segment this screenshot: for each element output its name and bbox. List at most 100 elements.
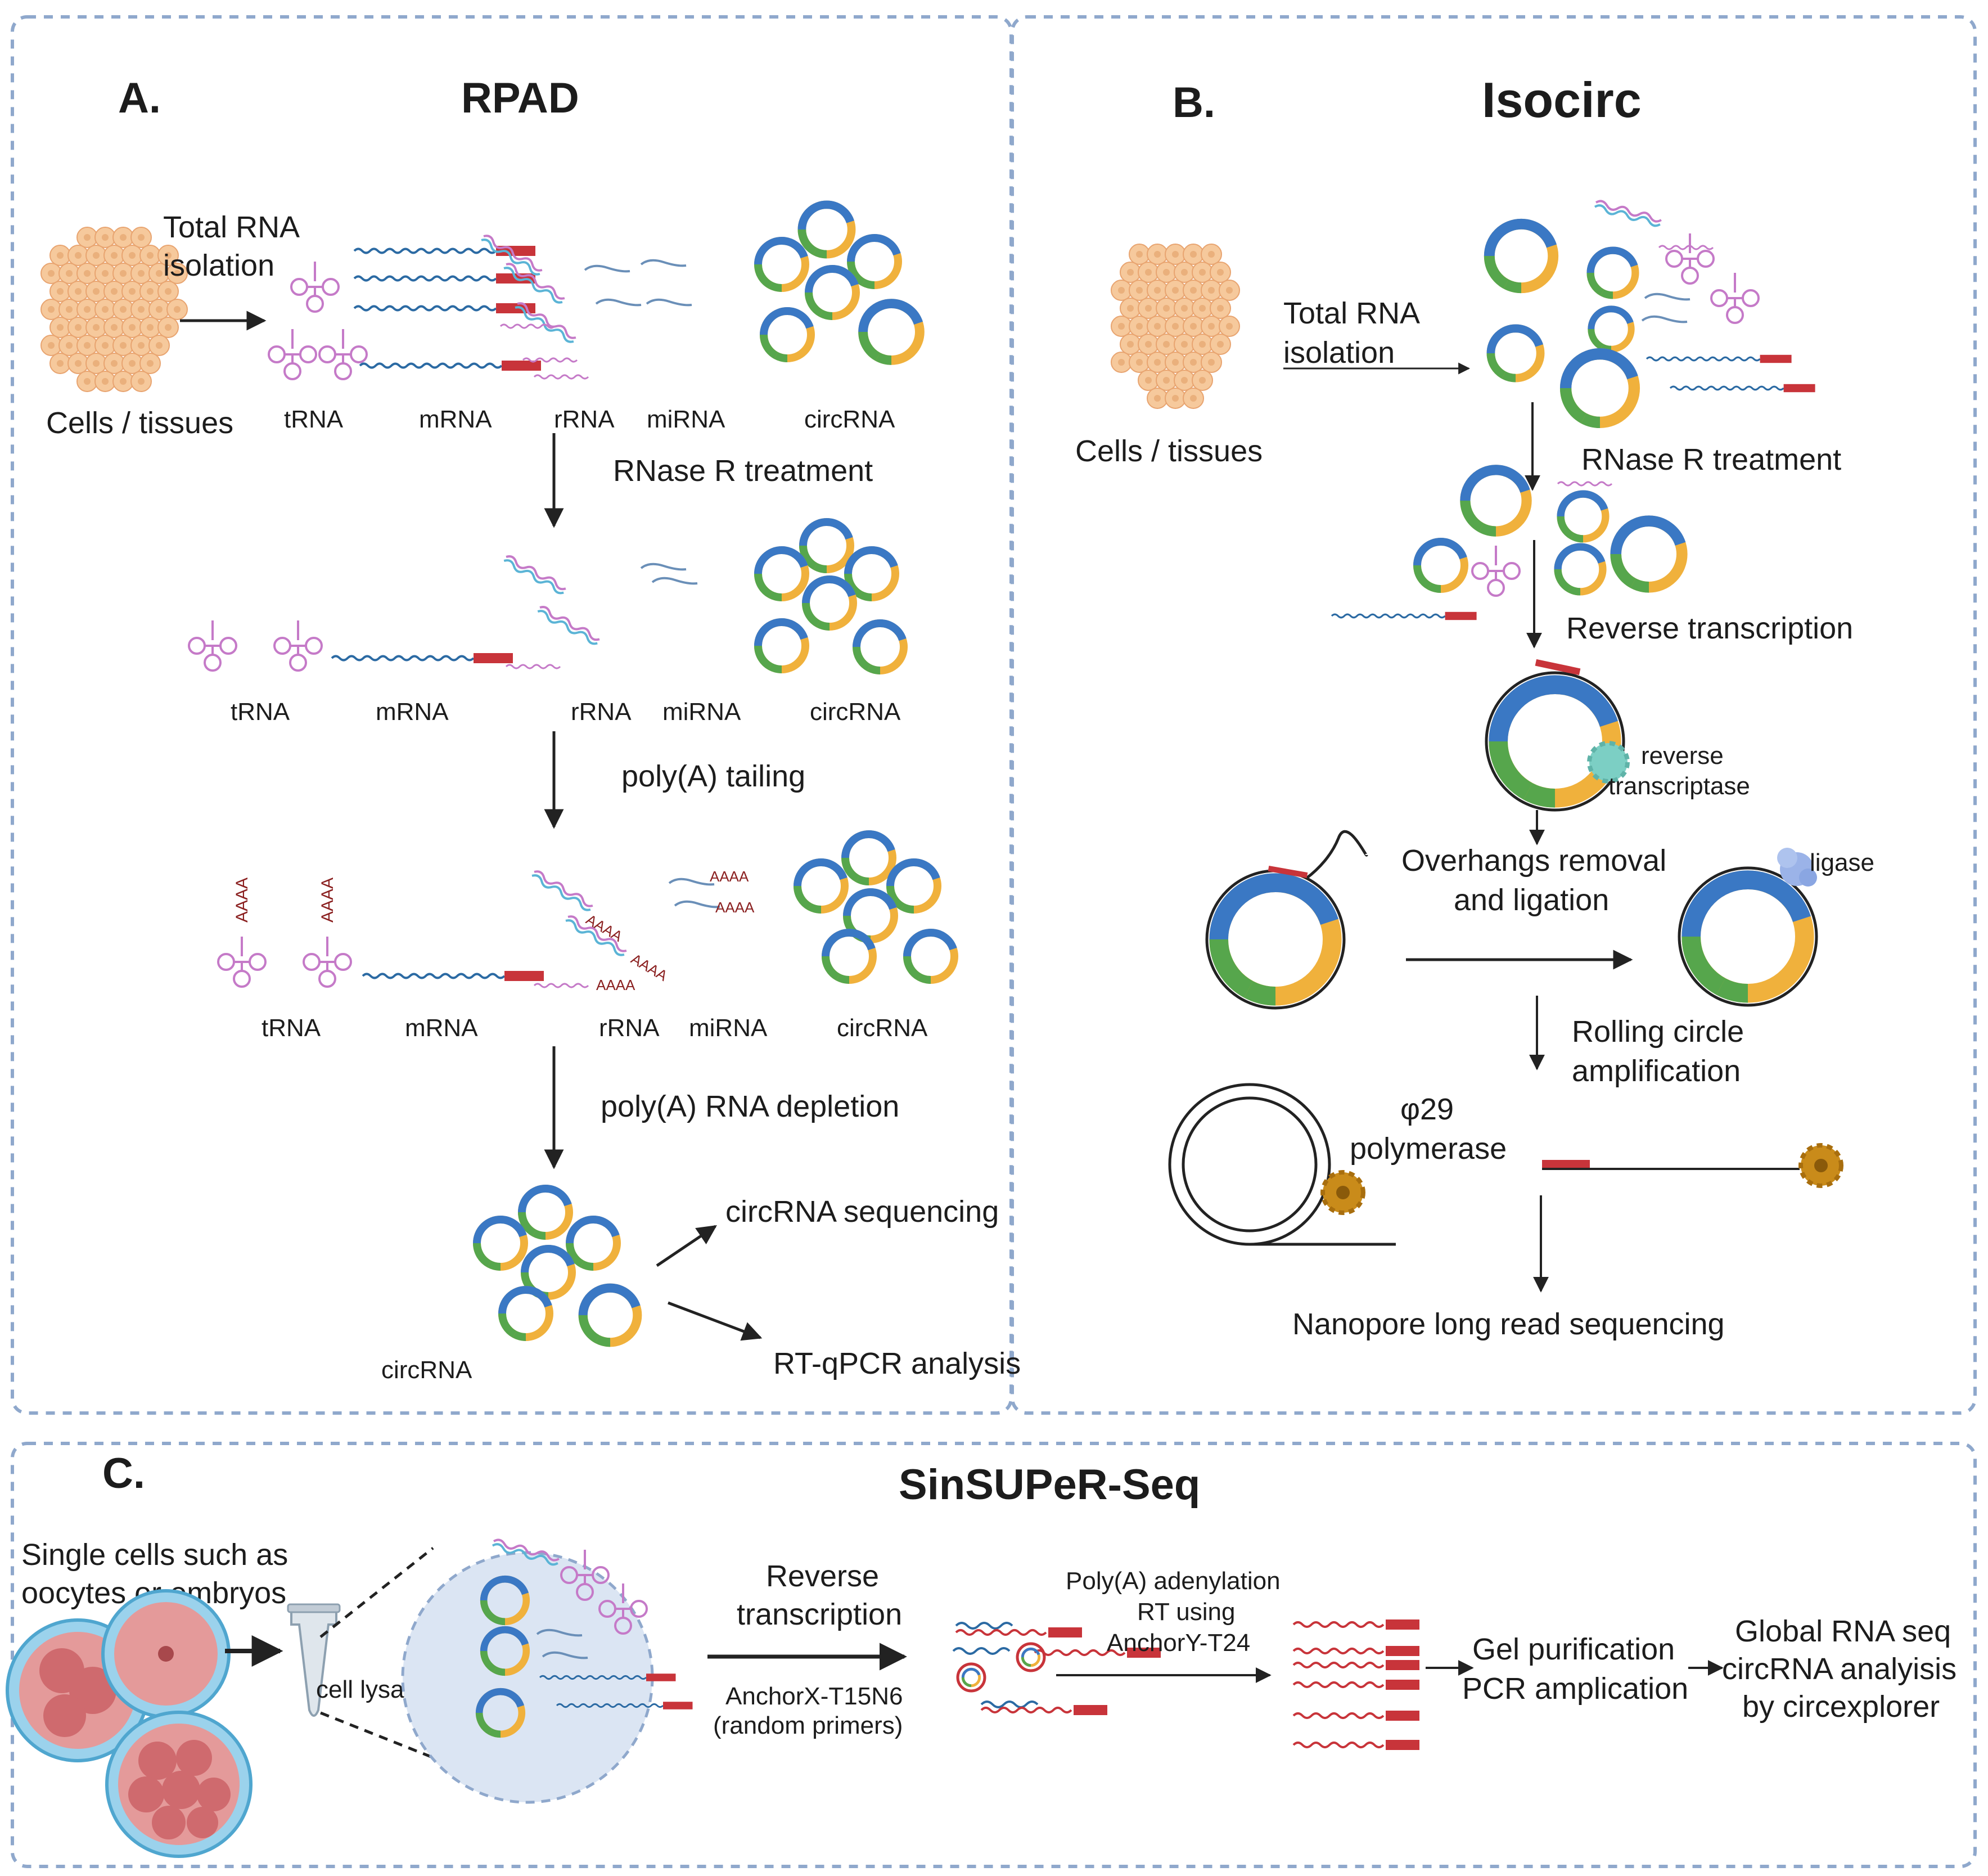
panel-a-row2-trna-icons bbox=[188, 619, 323, 672]
cell-icon bbox=[94, 371, 116, 392]
panel-b-rca-product bbox=[1542, 1160, 1800, 1170]
panel-a-out-qpcr: RT-qPCR analysis bbox=[773, 1347, 1021, 1380]
cell-icon bbox=[49, 281, 71, 302]
panel-c-border bbox=[11, 1442, 1977, 1868]
cell-icon bbox=[139, 317, 161, 338]
cell-icon bbox=[1165, 280, 1186, 301]
cell-icon bbox=[1147, 244, 1168, 265]
panel-a-row2-label-trna: tRNA bbox=[231, 698, 290, 726]
panel-b-ligase-label: ligase bbox=[1810, 849, 1874, 876]
panel-c-letter: C. bbox=[102, 1450, 145, 1497]
panel-c-rt-label-1: Reverse bbox=[766, 1559, 879, 1593]
cell-icon bbox=[1183, 280, 1204, 301]
cell-icon bbox=[1120, 334, 1141, 355]
cell-icon bbox=[139, 353, 161, 374]
cell-cluster-b bbox=[1111, 244, 1240, 409]
cell-icon bbox=[76, 371, 98, 392]
cell-icon bbox=[1138, 262, 1159, 283]
cell-icon bbox=[148, 299, 170, 320]
panel-a-final-circrna bbox=[477, 1189, 637, 1342]
panel-a-row3-rrna: AAAA AAAA AAAA bbox=[529, 868, 671, 993]
panel-b-rt-enzyme-1: reverse bbox=[1641, 742, 1724, 770]
cell-icon bbox=[1147, 316, 1168, 337]
panel-b-rt-ring bbox=[1485, 659, 1625, 812]
panel-a-row2-mrna bbox=[331, 652, 514, 664]
svg-text:AAAA: AAAA bbox=[715, 899, 755, 916]
panel-a-step-depletion: poly(A) RNA depletion bbox=[601, 1090, 899, 1123]
cell-icon bbox=[112, 371, 134, 392]
cell-icon bbox=[1111, 316, 1132, 337]
panel-c-gel-2: PCR amplication bbox=[1462, 1672, 1688, 1706]
cell-icon bbox=[103, 245, 125, 266]
panel-b-polymerase-1: φ29 bbox=[1400, 1092, 1454, 1126]
cell-icon bbox=[121, 317, 143, 338]
cell-icon bbox=[1210, 334, 1231, 355]
panel-a-row1-label-mrna: mRNA bbox=[419, 406, 492, 433]
cell-icon bbox=[49, 317, 71, 338]
phi29-polymerase-icon-product bbox=[1801, 1145, 1841, 1186]
cell-icon bbox=[1219, 280, 1240, 301]
panel-a-row3-mirna: AAAA AAAA bbox=[668, 868, 755, 916]
panel-a-row3-label-trna: tRNA bbox=[262, 1014, 321, 1042]
cell-icon bbox=[130, 227, 152, 248]
panel-b-step-rnase: RNase R treatment bbox=[1581, 443, 1841, 476]
cell-icon bbox=[1156, 262, 1177, 283]
panel-a-out-seq: circRNA sequencing bbox=[725, 1195, 999, 1229]
panel-a-isolation-label-1: Total RNA bbox=[163, 210, 300, 244]
cell-icon bbox=[94, 227, 116, 248]
cell-icon bbox=[85, 281, 107, 302]
cell-icon bbox=[1120, 298, 1141, 319]
panel-a-arrow-seq bbox=[656, 1225, 717, 1267]
ligase-icon bbox=[1777, 848, 1817, 887]
panel-a-title: RPAD bbox=[461, 74, 579, 122]
panel-a-row1-circrna bbox=[758, 205, 919, 361]
cell-icon bbox=[1183, 388, 1204, 409]
panel-c-adenylation-3: AnchorY-T24 bbox=[1107, 1629, 1250, 1657]
cell-icon bbox=[85, 245, 107, 266]
panel-a-row1-label-circrna: circRNA bbox=[804, 406, 895, 433]
cell-icon bbox=[1156, 334, 1177, 355]
cell-icon bbox=[1129, 352, 1150, 373]
cell-icon bbox=[121, 281, 143, 302]
cell-icon bbox=[67, 317, 89, 338]
cell-icon bbox=[1147, 280, 1168, 301]
svg-text:AAAA: AAAA bbox=[710, 868, 749, 885]
panel-c-cells-label-1: Single cells such as bbox=[21, 1538, 288, 1572]
cell-icon bbox=[1165, 244, 1186, 265]
cell-icon bbox=[103, 353, 125, 374]
cell-icon bbox=[1156, 298, 1177, 319]
panel-b-isolation-label-2: isolation bbox=[1283, 336, 1395, 370]
panel-a-row3-circrna bbox=[797, 834, 954, 980]
cell-icon bbox=[40, 263, 62, 284]
panel-b-step-rt: Reverse transcription bbox=[1566, 611, 1853, 645]
panel-a-step-polya: poly(A) tailing bbox=[621, 759, 805, 793]
cell-icon bbox=[121, 245, 143, 266]
cell-icon bbox=[1219, 316, 1240, 337]
cell-icon bbox=[67, 281, 89, 302]
cell-icon bbox=[1129, 316, 1150, 337]
cell-icon bbox=[40, 299, 62, 320]
cell-icon bbox=[139, 281, 161, 302]
cell-icon bbox=[112, 263, 134, 284]
svg-text:AAAA: AAAA bbox=[596, 977, 635, 993]
panel-a-row3-label-mrna: mRNA bbox=[405, 1014, 478, 1042]
cell-icon bbox=[1165, 388, 1186, 409]
panel-c-lysate-zoom bbox=[401, 1537, 693, 1804]
panel-b-polymerase-2: polymerase bbox=[1350, 1132, 1507, 1166]
panel-b-title: Isocirc bbox=[1482, 72, 1642, 128]
cell-icon bbox=[1147, 352, 1168, 373]
cell-icon bbox=[1129, 280, 1150, 301]
cell-icon bbox=[121, 353, 143, 374]
cell-icon bbox=[103, 281, 125, 302]
cell-icon bbox=[1201, 316, 1222, 337]
cell-icon bbox=[58, 335, 80, 356]
panel-b-top-circrna bbox=[1489, 224, 1635, 422]
panel-a-row1-label-rrna: rRNA bbox=[554, 406, 615, 433]
cell-icon bbox=[1174, 298, 1195, 319]
panel-b-final: Nanopore long read sequencing bbox=[1292, 1307, 1725, 1341]
cell-icon bbox=[1129, 244, 1150, 265]
panel-b-step-ligation-1: Overhangs removal bbox=[1401, 844, 1666, 878]
cell-icon bbox=[76, 335, 98, 356]
panel-a-row1-label-mirna: miRNA bbox=[647, 406, 725, 433]
